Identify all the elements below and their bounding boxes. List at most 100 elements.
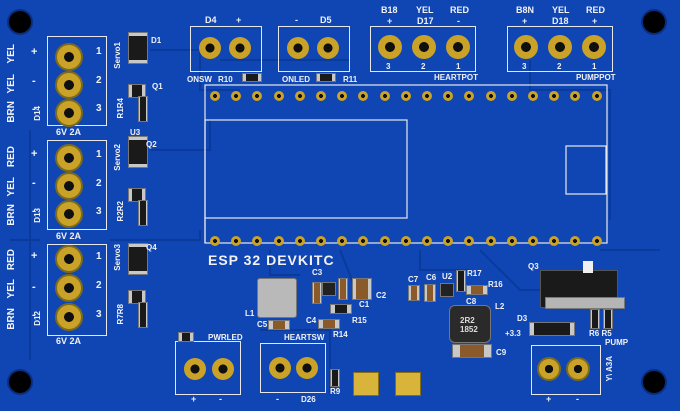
capacitor-c5 xyxy=(268,320,290,330)
esp-pin xyxy=(358,91,369,101)
servo3-resistors-label: R7R8 xyxy=(116,304,125,325)
q4-label: Q4 xyxy=(146,243,157,252)
l2-marking: 2R2 1852 xyxy=(460,316,478,334)
mounting-hole xyxy=(9,371,31,393)
diode-d2 xyxy=(128,136,148,168)
l1-label: L1 xyxy=(245,309,255,318)
esp-pin xyxy=(316,91,326,101)
esp-pin xyxy=(273,236,284,246)
d3-label: D3 xyxy=(517,314,528,323)
capacitor-c4 xyxy=(318,319,340,329)
esp-pin xyxy=(337,91,348,101)
onled-header xyxy=(278,26,350,72)
esp-pin xyxy=(464,236,475,246)
esp-pin xyxy=(294,91,305,101)
heartpot-sign-2: D17 xyxy=(417,16,434,26)
solder-pad-right xyxy=(395,372,421,396)
pumppot-label: PUMPPOT xyxy=(576,73,616,82)
pumppot-wire-2: YEL xyxy=(552,5,570,15)
servo2-wire-2: YEL xyxy=(6,177,17,197)
onsw-header xyxy=(190,26,262,72)
servo3-pin-3: 3 xyxy=(96,309,102,320)
resistor-r6 xyxy=(590,309,600,329)
servo1-terminal xyxy=(47,36,107,126)
servo2-resistors-label: R2R2 xyxy=(116,201,125,222)
heartsw-pad-1 xyxy=(269,357,291,379)
heartpot-sign-1: + xyxy=(387,16,393,26)
servo2-pin-2: 2 xyxy=(96,178,102,189)
resistor-r10 xyxy=(242,73,262,82)
servo2-sign-2: - xyxy=(32,177,36,189)
servo3-sign-1: + xyxy=(31,250,38,262)
pwrled-pad-2 xyxy=(212,358,234,380)
heartpot-pad-1 xyxy=(446,35,470,59)
heartsw-header xyxy=(260,343,326,393)
onled-pin-2: D5 xyxy=(320,15,332,25)
resistor-r5 xyxy=(603,309,613,329)
servo2-pad-3 xyxy=(55,200,83,228)
plus33-label: +3.3 xyxy=(505,329,521,338)
esp-pin xyxy=(549,236,560,246)
esp-pin xyxy=(570,236,581,246)
esp-pin xyxy=(443,236,454,246)
capacitor-c8 xyxy=(466,285,488,295)
c2-label: C2 xyxy=(376,291,387,300)
diode-d3 xyxy=(529,322,575,336)
resistor-pwrled xyxy=(178,332,194,342)
heartpot-pad-3 xyxy=(378,35,402,59)
servo1-wire-1: YEL xyxy=(6,44,17,64)
transistor-q1 xyxy=(128,84,146,98)
transistor-q2 xyxy=(128,188,146,202)
heartpot-num-2: 2 xyxy=(421,62,426,71)
pump-minus: - xyxy=(576,394,579,404)
pwrled-label: PWRLED xyxy=(208,333,243,342)
heartpot-label: HEARTPOT xyxy=(434,73,478,82)
servo3-wire-1: RED xyxy=(6,249,17,271)
esp-pin xyxy=(400,91,411,101)
capacitor-c1 xyxy=(338,278,348,300)
heartpot-num-1: 1 xyxy=(456,62,461,71)
heartsw-label: HEARTSW xyxy=(284,333,325,342)
ic-reg-1 xyxy=(322,282,336,296)
inductor-l2: 2R2 1852 xyxy=(449,305,491,343)
esp-pin xyxy=(506,236,517,246)
pumppot-sign-3: + xyxy=(592,16,598,26)
resistor-r8 xyxy=(138,302,148,328)
capacitor-c2 xyxy=(352,278,372,300)
esp-pin xyxy=(252,236,263,246)
heartsw-pad-2 xyxy=(296,357,318,379)
servo2-pad-2 xyxy=(55,172,83,200)
r16-label: R16 xyxy=(488,280,503,289)
pumppot-pad-1 xyxy=(582,35,606,59)
servo3-pad-3 xyxy=(55,303,83,331)
q1-label: Q1 xyxy=(152,82,163,91)
heartpot-header xyxy=(370,26,476,72)
pwrled-plus: + xyxy=(191,394,197,404)
pumppot-num-3: 3 xyxy=(522,62,527,71)
servo3-sign-3: - xyxy=(32,309,36,321)
mounting-hole xyxy=(9,11,31,33)
servo3-pin-1: 1 xyxy=(96,251,102,262)
esp-label: ESP 32 DEVKITC xyxy=(208,252,335,268)
c1-label: C1 xyxy=(359,300,370,309)
r6r5-label: R6 R5 xyxy=(589,329,612,338)
servo1-name: Servo1 xyxy=(113,42,122,69)
esp-pin xyxy=(231,91,242,101)
q3-tab xyxy=(545,297,625,309)
heartpot-wire-2: YEL xyxy=(416,5,434,15)
onsw-pin-1: D4 xyxy=(205,15,217,25)
servo1-rating: 6V 2A xyxy=(56,127,82,137)
servo2-terminal xyxy=(47,140,107,230)
d2-label: Q2 xyxy=(146,140,157,149)
servo3-sign-2: - xyxy=(32,281,36,293)
esp-pin xyxy=(506,91,517,101)
resistor-r2 xyxy=(138,200,148,226)
heartpot-sign-3: - xyxy=(457,16,460,26)
mounting-hole xyxy=(643,371,665,393)
servo1-resistors-label: R1R4 xyxy=(116,98,125,119)
pump-pad-2 xyxy=(566,357,590,381)
servo1-sign-3: - xyxy=(32,103,36,115)
servo1-wire-3: BRN xyxy=(6,101,17,123)
